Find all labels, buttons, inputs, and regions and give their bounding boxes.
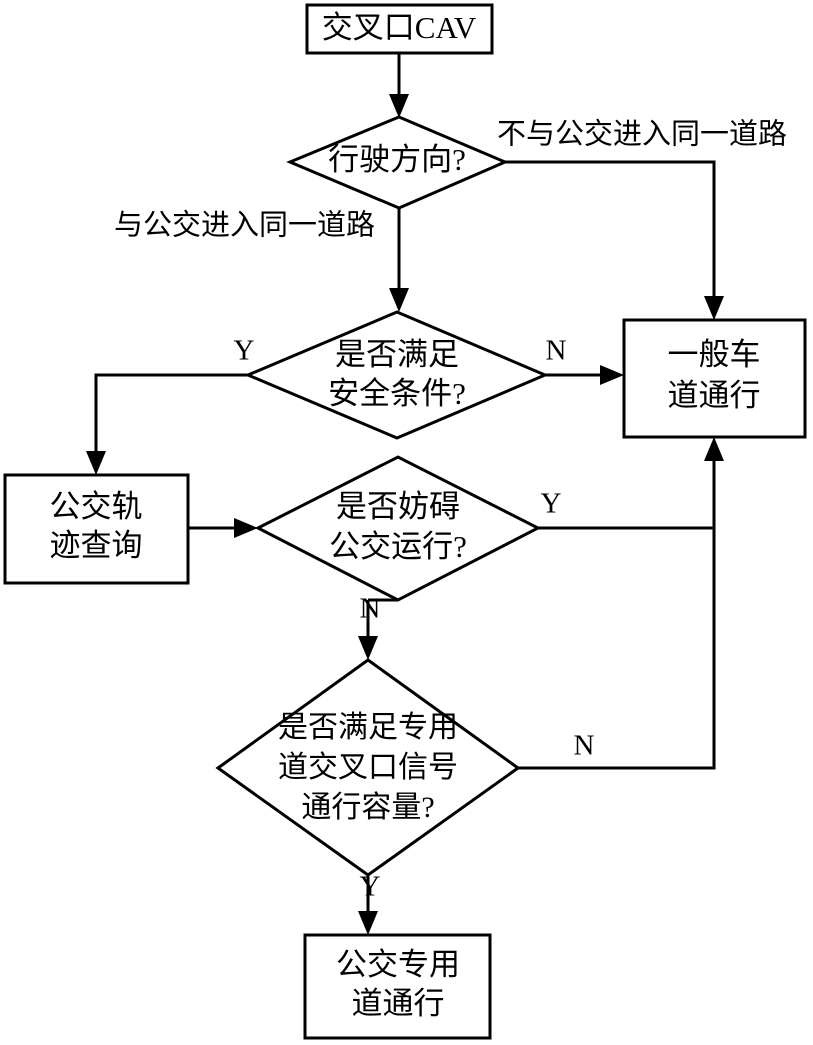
node-decision-capacity-line2: 道交叉口信号	[278, 751, 458, 784]
node-decision-obstruct[interactable]: 是否妨碍 公交运行?	[254, 455, 542, 602]
edge-direction-to-safety	[389, 208, 409, 312]
edge-safety-yes-to-bus-trajectory	[86, 373, 248, 475]
edge-label-capacity-yes: Y	[360, 871, 381, 903]
node-general-lane-line1: 一般车	[668, 337, 761, 372]
node-bus-trajectory[interactable]: 公交轨 迹查询	[3, 473, 190, 585]
node-general-lane[interactable]: 一般车 道通行	[622, 318, 807, 439]
node-general-lane-line2: 道通行	[668, 378, 761, 413]
node-bus-trajectory-line1: 公交轨	[50, 489, 143, 524]
edge-capacity-yes-to-bus-lane	[358, 875, 378, 935]
edge-label-same-road: 与公交进入同一道路	[114, 209, 375, 242]
node-decision-obstruct-line2: 公交运行?	[329, 529, 467, 564]
edge-label-safety-yes: Y	[234, 335, 255, 367]
node-bus-lane-line1: 公交专用	[336, 947, 460, 982]
edge-start-to-direction	[389, 53, 409, 118]
node-bus-trajectory-line2: 迹查询	[50, 528, 143, 563]
edge-label-not-same-road: 不与公交进入同一道路	[497, 118, 787, 151]
edge-label-safety-no: N	[546, 335, 567, 367]
node-decision-safety-line1: 是否满足	[335, 337, 459, 372]
edge-obstruct-no-to-capacity	[358, 598, 398, 660]
edge-safety-no-to-general-lane	[545, 365, 624, 385]
edge-label-obstruct-no: N	[360, 593, 381, 625]
node-decision-obstruct-line1: 是否妨碍	[336, 489, 460, 524]
node-decision-direction-label: 行驶方向?	[328, 142, 466, 177]
node-start[interactable]: 交叉口CAV	[305, 3, 494, 55]
edge-bus-trajectory-to-obstruct	[188, 518, 258, 538]
edge-direction-to-general-lane	[505, 160, 724, 320]
node-start-label: 交叉口CAV	[322, 10, 477, 45]
node-decision-capacity-line3: 通行容量?	[301, 791, 434, 824]
node-decision-direction[interactable]: 行驶方向?	[286, 115, 509, 210]
edge-capacity-no-to-general-lane	[518, 437, 724, 770]
node-bus-lane[interactable]: 公交专用 道通行	[303, 933, 492, 1040]
node-bus-lane-line2: 道通行	[352, 986, 445, 1021]
node-decision-safety-line2: 安全条件?	[328, 376, 466, 411]
edge-label-capacity-no: N	[574, 730, 595, 762]
node-decision-safety[interactable]: 是否满足 安全条件?	[244, 310, 549, 440]
node-decision-capacity-line1: 是否满足专用	[278, 711, 458, 744]
edge-label-obstruct-yes: Y	[541, 488, 562, 520]
node-decision-capacity[interactable]: 是否满足专用 道交叉口信号 通行容量?	[215, 658, 521, 877]
